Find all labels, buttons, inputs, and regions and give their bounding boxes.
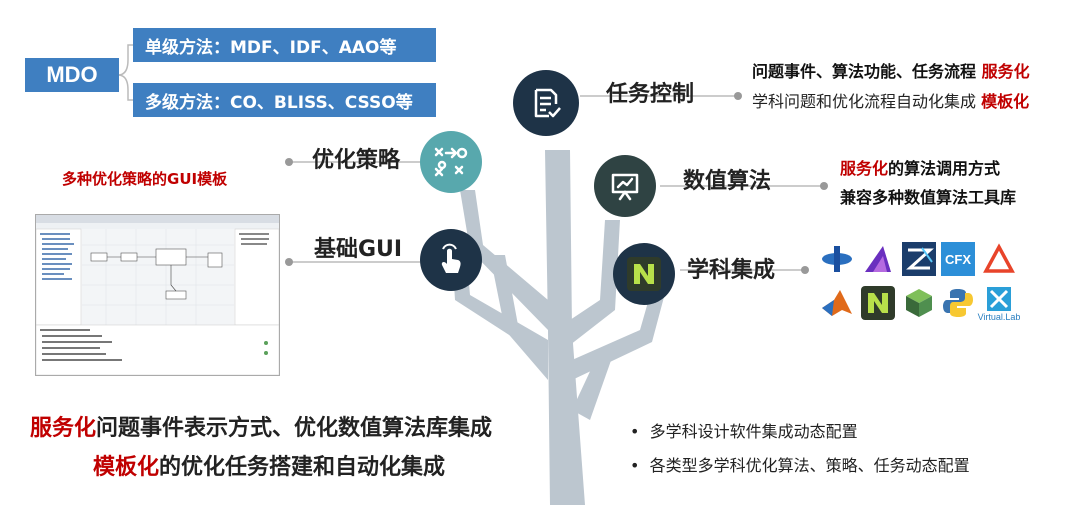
task-control-label: 任务控制 [606,82,695,107]
task-control-line2-red: 模板化 [981,92,1030,111]
task-control-line1: 问题事件、算法功能、任务流程 服务化 [752,58,1030,82]
nx-logo-icon [861,286,895,320]
task-control-line1-text: 问题事件、算法功能、任务流程 [752,62,982,81]
document-check-icon [534,88,561,118]
mdo-label: MDO [25,58,119,92]
numerical-line2: 兼容多种数值算法工具库 [840,188,1017,207]
gui-screenshot [35,214,280,376]
task-control-node [513,70,579,136]
numerical-line1-text: 的算法调用方式 [888,159,1001,178]
virtual-lab-icon [987,287,1011,311]
discipline-label: 学科集成 [687,258,776,283]
numerical-line1: 服务化的算法调用方式 [840,155,1000,179]
cube-icon [902,286,936,320]
basic-gui-label: 基础GUI [314,237,403,262]
python-icon [941,286,975,320]
optimization-strategy-node [420,131,482,193]
chart-board-icon [611,173,639,201]
strategy-icon [434,147,468,177]
gui-templates-note: 多种优化策略的GUI模板 [62,170,228,188]
task-control-line2-text: 学科问题和优化流程自动化集成 [752,92,982,111]
numerical-label: 数值算法 [683,169,772,194]
virtual-lab-text: Virtual.Lab [977,312,1021,322]
single-level-methods: 单级方法：MDF、IDF、AAO等 [133,28,436,62]
numerical-line1-red: 服务化 [840,159,889,178]
isight-icon [820,242,854,276]
cfx-logo: CFX [941,242,975,276]
bottom-line2: 模板化的优化任务搭建和自动化集成 [93,449,445,481]
virtual-lab-logo: Virtual.Lab [977,284,1021,324]
bullet-item: • 各类型多学科优化算法、策略、任务动态配置 [630,456,970,475]
basic-gui-node [420,229,482,291]
nx-icon [627,257,661,291]
discipline-node [613,243,675,305]
bullet-text: 多学科设计软件集成动态配置 [649,422,858,441]
matlab-icon [820,286,854,320]
task-control-line1-red: 服务化 [981,62,1030,81]
numerical-node [594,155,656,217]
tap-hand-icon [441,243,461,273]
bottom-line1-text: 问题事件表示方式、优化数值算法库集成 [96,416,493,441]
task-control-line2: 学科问题和优化流程自动化集成 模板化 [752,88,1029,112]
bottom-line1: 服务化问题事件表示方式、优化数值算法库集成 [30,410,492,442]
bottom-line2-text: 的优化任务搭建和自动化集成 [159,455,446,480]
mesh-triangle-icon [982,242,1016,276]
bullet-text: 各类型多学科优化算法、策略、任务动态配置 [649,456,970,475]
gui-screenshot-graphic [36,215,279,375]
z-icon [902,242,936,276]
optimization-strategy-label: 优化策略 [312,148,401,173]
bottom-line1-red: 服务化 [30,416,97,441]
bullet-item: • 多学科设计软件集成动态配置 [630,422,858,441]
ansys-a-icon [861,242,895,276]
multi-level-methods: 多级方法：CO、BLISS、CSSO等 [133,83,436,117]
bottom-line2-red: 模板化 [93,455,160,480]
